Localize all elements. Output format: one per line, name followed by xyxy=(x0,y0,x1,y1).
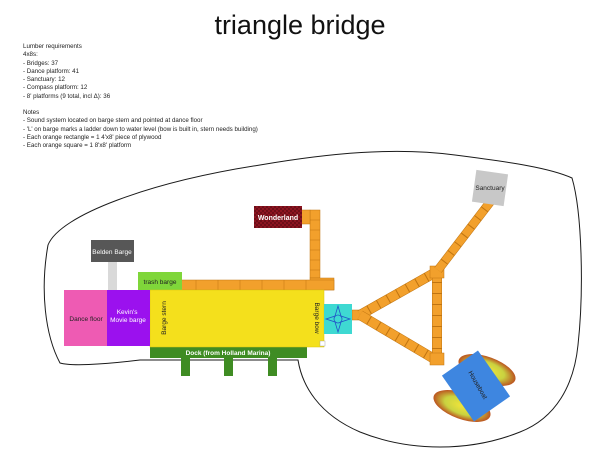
compass-icon xyxy=(324,304,352,334)
wonderland-label: Wonderland xyxy=(258,215,298,222)
dance-floor: Dance floor xyxy=(64,290,107,346)
houseboat: Houseboat xyxy=(433,350,516,422)
notes-heading: Notes xyxy=(23,109,40,116)
kevins-barge-label-line: Movie barge xyxy=(110,317,146,324)
triangle-bridge xyxy=(351,194,498,366)
dance-floor-label: Dance floor xyxy=(69,316,103,323)
belden-barge: Belden Barge xyxy=(91,240,134,290)
lumber-item: - Compass platform: 12 xyxy=(23,84,88,92)
belden-barge-label: Belden Barge xyxy=(92,249,132,256)
dock-label: Dock (from Holland Marina) xyxy=(186,350,271,357)
barge: Barge stern Barge bow xyxy=(149,289,326,348)
trash-barge-label: trash barge xyxy=(144,279,177,286)
note-item: - 'L' on barge marks a ladder down to wa… xyxy=(23,125,258,133)
barge-bow-label: Barge bow xyxy=(313,302,320,333)
page-title: triangle bridge xyxy=(214,10,386,40)
dock: Dock (from Holland Marina) xyxy=(150,347,307,376)
wonderland-bridge xyxy=(299,209,335,291)
barge-top-walkway xyxy=(179,279,335,291)
lumber-item: - 8' platforms (9 total, incl Δ): 36 xyxy=(23,92,111,100)
lumber-item: - Bridges: 37 xyxy=(23,59,59,67)
notes: Notes - Sound system located on barge st… xyxy=(23,109,258,150)
shoreline xyxy=(43,150,582,448)
trash-barge: trash barge xyxy=(138,272,182,290)
wonderland: Wonderland xyxy=(254,206,302,228)
note-item: - Each orange square = 1 8'x8' platform xyxy=(23,142,132,150)
compass-platform xyxy=(324,304,352,334)
lumber-item: - Dance platform: 41 xyxy=(23,67,80,75)
lumber-requirements: Lumber requirements 4x8s: - Bridges: 37 … xyxy=(23,43,110,101)
sanctuary-label: Sanctuary xyxy=(475,185,505,192)
lumber-item: - Sanctuary: 12 xyxy=(23,76,65,84)
kevins-barge-label: Kevin's Movie barge xyxy=(110,309,146,324)
sanctuary: Sanctuary xyxy=(471,169,509,207)
note-item: - Sound system located on barge stern an… xyxy=(23,117,203,125)
kevins-barge-label-line: Kevin's xyxy=(117,309,139,316)
lumber-subheading: 4x8s: xyxy=(23,51,38,59)
kevins-movie-barge: Kevin's Movie barge xyxy=(107,290,150,346)
barge-stern-label: Barge stern xyxy=(161,301,168,335)
note-item: - Each orange rectangle = 1 4'x8' piece … xyxy=(23,133,162,141)
lumber-heading: Lumber requirements xyxy=(23,43,82,50)
